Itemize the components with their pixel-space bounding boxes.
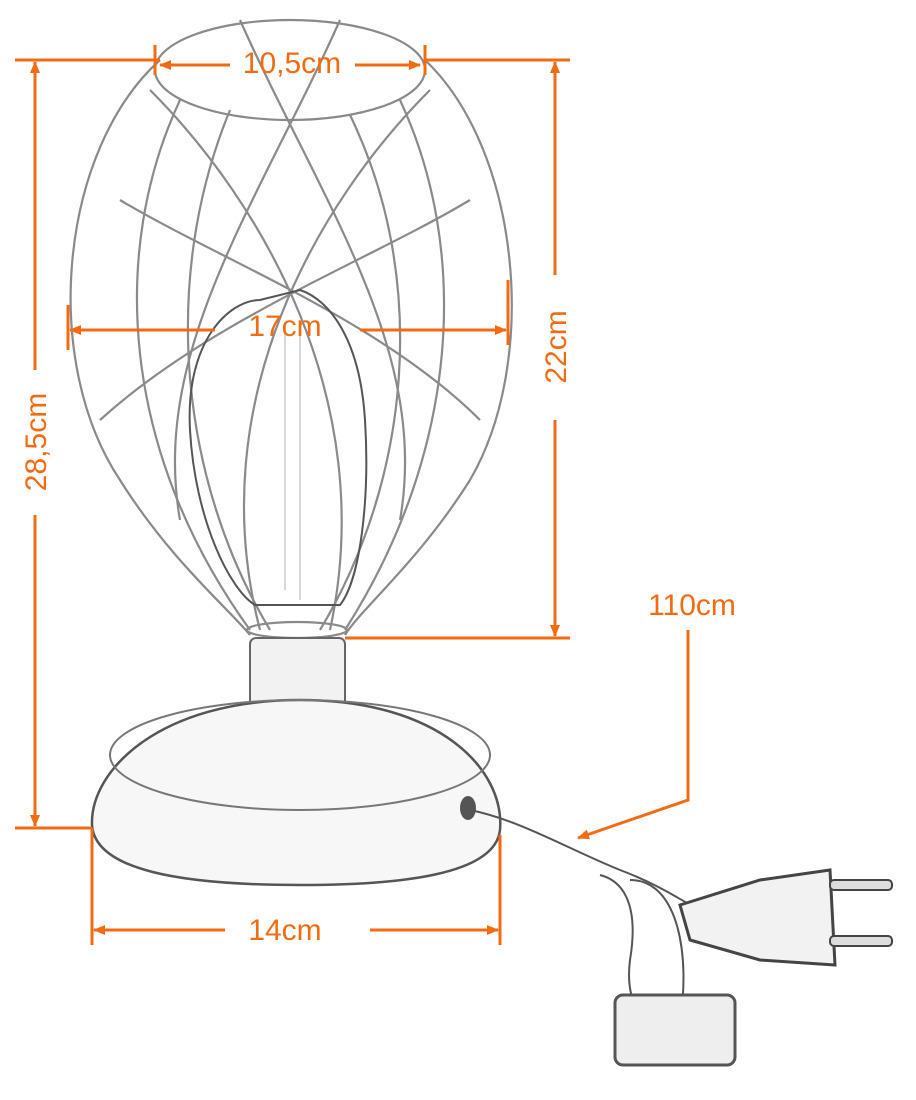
dimension-base-diameter: 14cm bbox=[90, 828, 502, 947]
label-base-diameter: 14cm bbox=[248, 914, 321, 947]
plug-prong bbox=[829, 935, 893, 947]
lamp-illustration bbox=[69, 18, 893, 1067]
dimension-top-diameter: 10,5cm bbox=[153, 45, 427, 80]
label-cage-width: 17cm bbox=[248, 310, 321, 343]
label-top-diameter: 10,5cm bbox=[243, 47, 341, 80]
dimension-total-height: 28,5cm bbox=[15, 58, 160, 830]
bulb bbox=[188, 288, 368, 606]
label-cage-height: 22cm bbox=[540, 310, 573, 383]
label-cord-length: 110cm bbox=[648, 589, 736, 622]
dimension-cage-width: 17cm bbox=[66, 280, 510, 350]
base bbox=[90, 698, 502, 887]
power-cord bbox=[469, 809, 737, 1067]
plug-prong bbox=[829, 879, 893, 891]
plug bbox=[678, 868, 893, 967]
wire-cage bbox=[69, 18, 513, 640]
dimension-cage-height: 22cm bbox=[345, 58, 573, 640]
cord-switch bbox=[613, 993, 737, 1067]
dimension-cord-length: 110cm bbox=[577, 589, 736, 840]
label-total-height: 28,5cm bbox=[20, 393, 53, 491]
